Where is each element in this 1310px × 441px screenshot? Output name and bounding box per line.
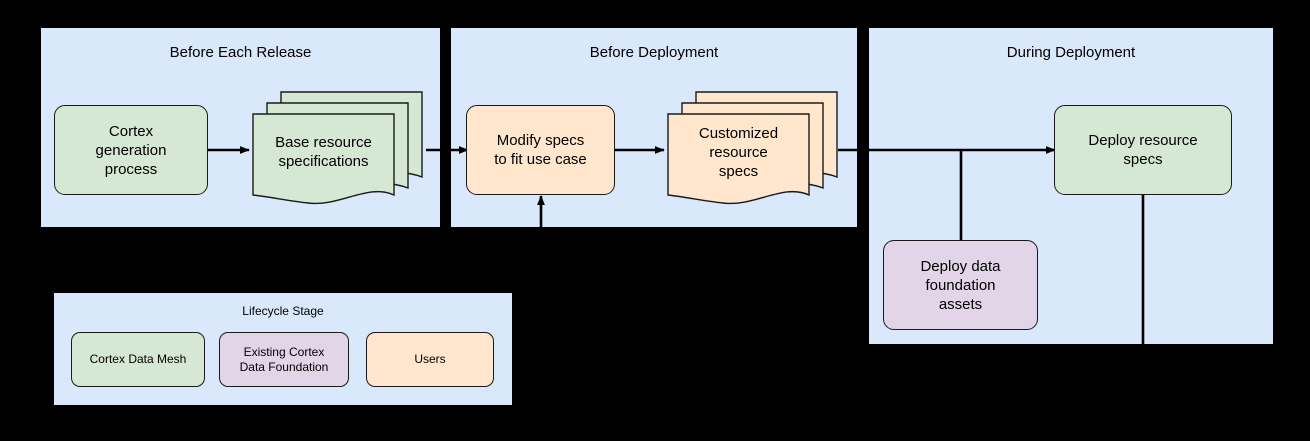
node-modify-specs[interactable]: Modify specs to fit use case [466,105,615,195]
node-deploy-data-foundation-assets[interactable]: Deploy data foundation assets [883,240,1038,330]
document-stack-shape [252,91,423,205]
node-cortex-generation-process[interactable]: Cortex generation process [54,105,208,195]
legend-item-users[interactable]: Users [366,332,494,387]
panel-title-during-deployment: During Deployment [1006,44,1136,61]
node-customized-resource-specs[interactable]: Customized resource specs [663,89,849,207]
legend-item-cortex-data-mesh[interactable]: Cortex Data Mesh [71,332,205,387]
legend-title: Lifecycle Stage [242,304,324,318]
legend-item-existing-cortex-data-foundation[interactable]: Existing Cortex Data Foundation [219,332,349,387]
panel-title-before-deployment: Before Deployment [589,44,719,61]
node-base-resource-specifications[interactable]: Base resource specifications [248,89,434,207]
panel-title-before-each-release: Before Each Release [169,44,312,61]
node-deploy-resource-specs[interactable]: Deploy resource specs [1054,105,1232,195]
document-stack-shape [667,91,838,205]
